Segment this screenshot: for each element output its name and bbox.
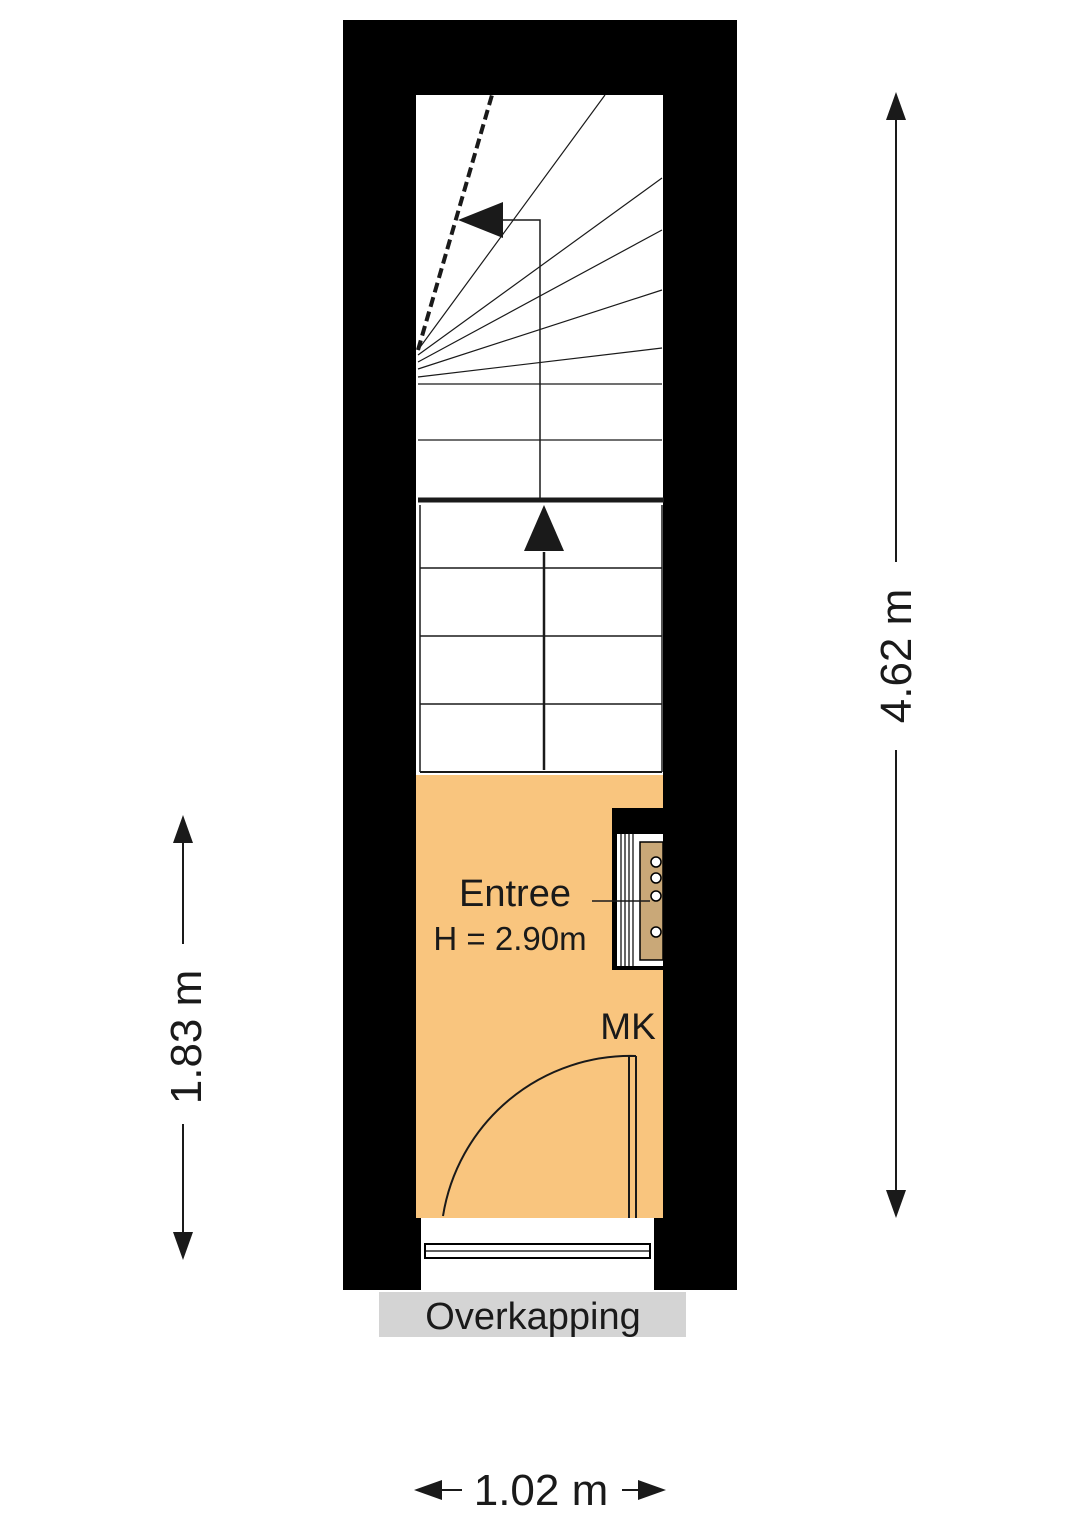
- stair-arrow-left: [458, 202, 503, 238]
- dimension-total-length: 4.62 m: [872, 92, 921, 1218]
- dimension-total-length-label: 4.62 m: [872, 589, 921, 724]
- door-swing-arc: [442, 1054, 637, 1217]
- canopy-label-bg: [379, 1292, 686, 1337]
- staircase: [416, 94, 664, 773]
- stair-arrow-up: [524, 505, 564, 551]
- room-name: Entree: [459, 873, 571, 915]
- dimension-width: 1.02 m: [414, 1466, 666, 1515]
- dimension-width-label: 1.02 m: [474, 1466, 609, 1515]
- dimension-entrance-length-label: 1.83 m: [162, 970, 211, 1105]
- canopy-label: Overkapping: [425, 1296, 640, 1338]
- dimension-entrance-length: 1.83 m: [162, 815, 211, 1260]
- front-door-opening: [421, 1218, 654, 1290]
- meter-cabinet: [612, 808, 664, 970]
- room-height: H = 2.90m: [433, 920, 586, 957]
- cabinet-label: MK: [600, 1006, 656, 1047]
- door: [442, 1054, 637, 1218]
